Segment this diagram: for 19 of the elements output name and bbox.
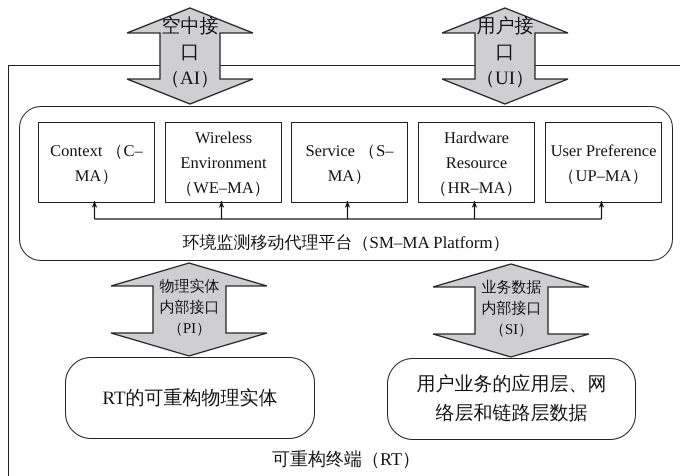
frame-label: 可重构终端（RT） — [271, 448, 421, 471]
platform-label: 环境监测移动代理平台（SM–MA Platform） — [181, 232, 511, 254]
arrow — [598, 201, 604, 219]
agent-box: Hardware Resource （HR–MA） — [418, 122, 535, 203]
double-arrow: 业务数据内部接口（SI） — [433, 264, 589, 357]
agent-box: Service （S–MA） — [291, 122, 408, 203]
double-arrow: 用户接口（UI） — [442, 8, 568, 104]
arrow — [92, 201, 98, 219]
rounded-box: RT的可重构物理实体 — [65, 357, 315, 439]
agent-box: User Preference （UP–MA） — [545, 122, 662, 203]
arrow — [472, 201, 478, 219]
arrow — [218, 201, 224, 219]
arrow — [344, 201, 350, 219]
double-arrow: 空中接口（AI） — [127, 8, 253, 104]
agent-box: Wireless Environment （WE–MA） — [165, 122, 282, 203]
double-arrow: 物理实体内部接口（PI） — [111, 263, 267, 356]
platform-box — [19, 106, 673, 261]
rounded-box: 用户业务的应用层、网络层和链路层数据 — [387, 358, 636, 440]
agent-box: Context （C–MA） — [38, 122, 155, 203]
